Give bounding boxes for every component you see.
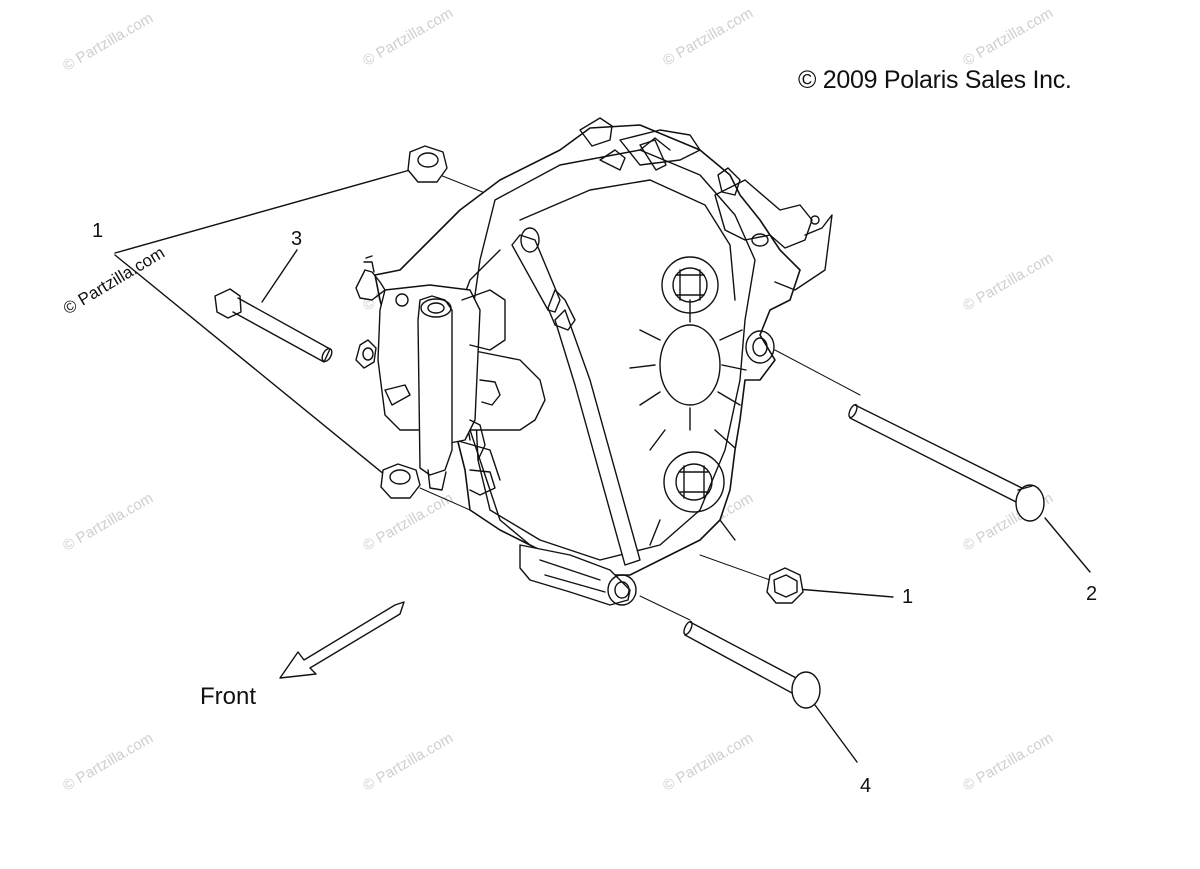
callout-2: 2 [1086, 583, 1098, 605]
bolt-3 [214, 288, 333, 363]
callout-1-right: 1 [902, 586, 914, 608]
callout-1-top: 1 [92, 220, 104, 242]
bolt-2 [848, 403, 1045, 522]
callout-4: 4 [860, 775, 872, 797]
copyright-text: © 2009 Polaris Sales Inc. [798, 66, 1072, 94]
bolt-4 [683, 620, 821, 709]
callout-3: 3 [291, 228, 303, 250]
front-label: Front [200, 683, 257, 710]
lever-arm [599, 139, 667, 171]
front-arrow [279, 601, 405, 679]
flange-nut-right [766, 567, 804, 604]
flange-nut-bottom-left [380, 463, 421, 499]
flange-nut-top [407, 145, 448, 183]
valve-assembly [355, 255, 506, 496]
